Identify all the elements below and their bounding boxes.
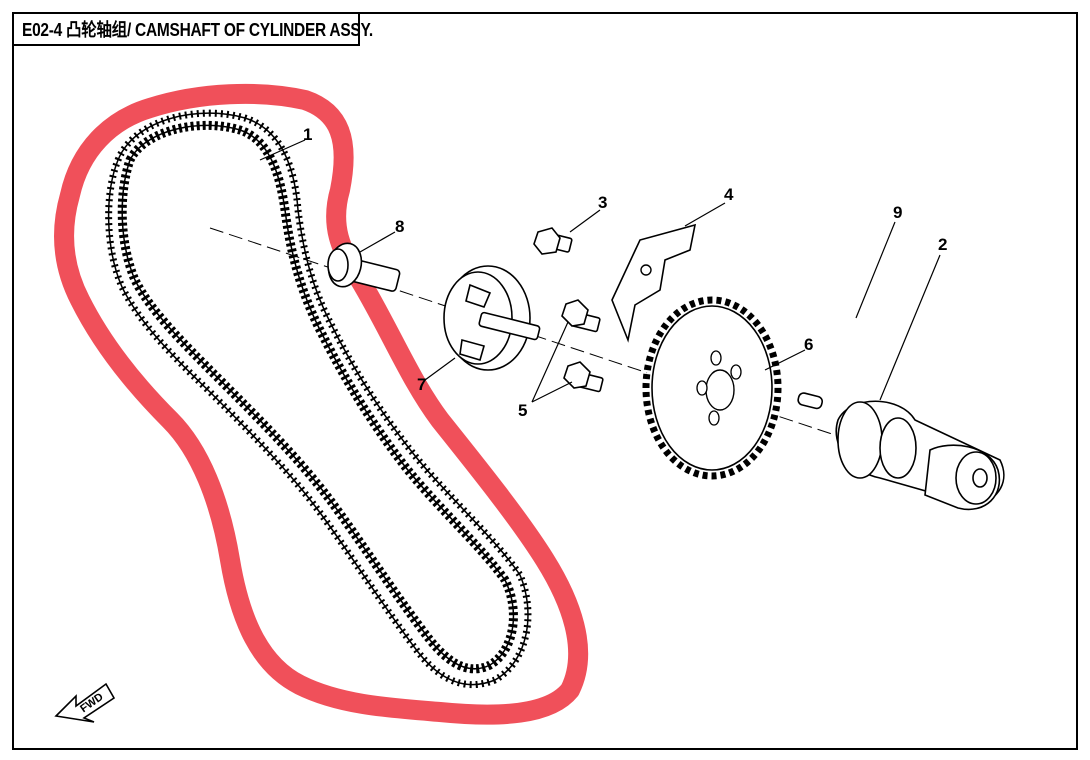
callout-6: 6 xyxy=(804,335,813,354)
callout-2: 2 xyxy=(938,235,947,254)
drawing-frame xyxy=(12,12,1078,750)
timing-chain xyxy=(105,109,532,689)
callout-8: 8 xyxy=(395,217,404,236)
dowel-pin xyxy=(797,392,824,410)
lock-plate xyxy=(611,223,697,343)
leader-lines xyxy=(259,139,941,403)
decompressor xyxy=(443,265,541,371)
camshaft xyxy=(835,400,1005,511)
fwd-arrow-icon: FWD xyxy=(54,682,116,723)
bolts-5 xyxy=(561,299,604,393)
callout-5: 5 xyxy=(518,401,527,420)
callout-4: 4 xyxy=(724,185,734,204)
callout-9: 9 xyxy=(893,203,902,222)
title-box: E02-4 凸轮轴组/ CAMSHAFT OF CYLINDER ASSY. xyxy=(12,12,373,46)
callout-3: 3 xyxy=(598,193,607,212)
cam-sprocket xyxy=(642,296,782,480)
callout-1: 1 xyxy=(303,125,312,144)
pin-shaft xyxy=(327,242,401,292)
chain-highlight xyxy=(54,83,589,725)
bolt-3 xyxy=(533,227,573,255)
callout-7: 7 xyxy=(417,375,426,394)
page-title: E02-4 凸轮轴组/ CAMSHAFT OF CYLINDER ASSY. xyxy=(22,20,373,40)
